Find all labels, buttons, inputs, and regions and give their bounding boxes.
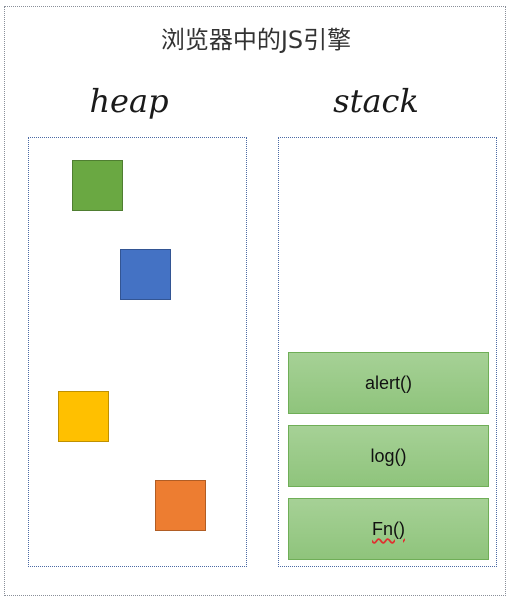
heap-object-orange — [155, 480, 206, 531]
stack-panel — [278, 137, 497, 567]
heap-object-blue — [120, 249, 171, 300]
heap-object-green — [72, 160, 123, 211]
engine-frame — [4, 6, 506, 596]
stack-frame-label: log() — [370, 445, 407, 466]
heap-panel — [28, 137, 247, 567]
heap-object-yellow — [58, 391, 109, 442]
stack-frame-label: alert() — [364, 372, 412, 393]
stack-frame-label: Fn() — [372, 518, 405, 539]
stack-frame-log: log() — [288, 425, 489, 487]
stack-frame-alert: alert() — [288, 352, 489, 414]
stack-frame-fn: Fn() — [288, 498, 489, 560]
stack-label: stack — [333, 82, 419, 120]
diagram-title: 浏览器中的JS引擎 — [160, 26, 352, 54]
heap-label: heap — [89, 82, 169, 120]
